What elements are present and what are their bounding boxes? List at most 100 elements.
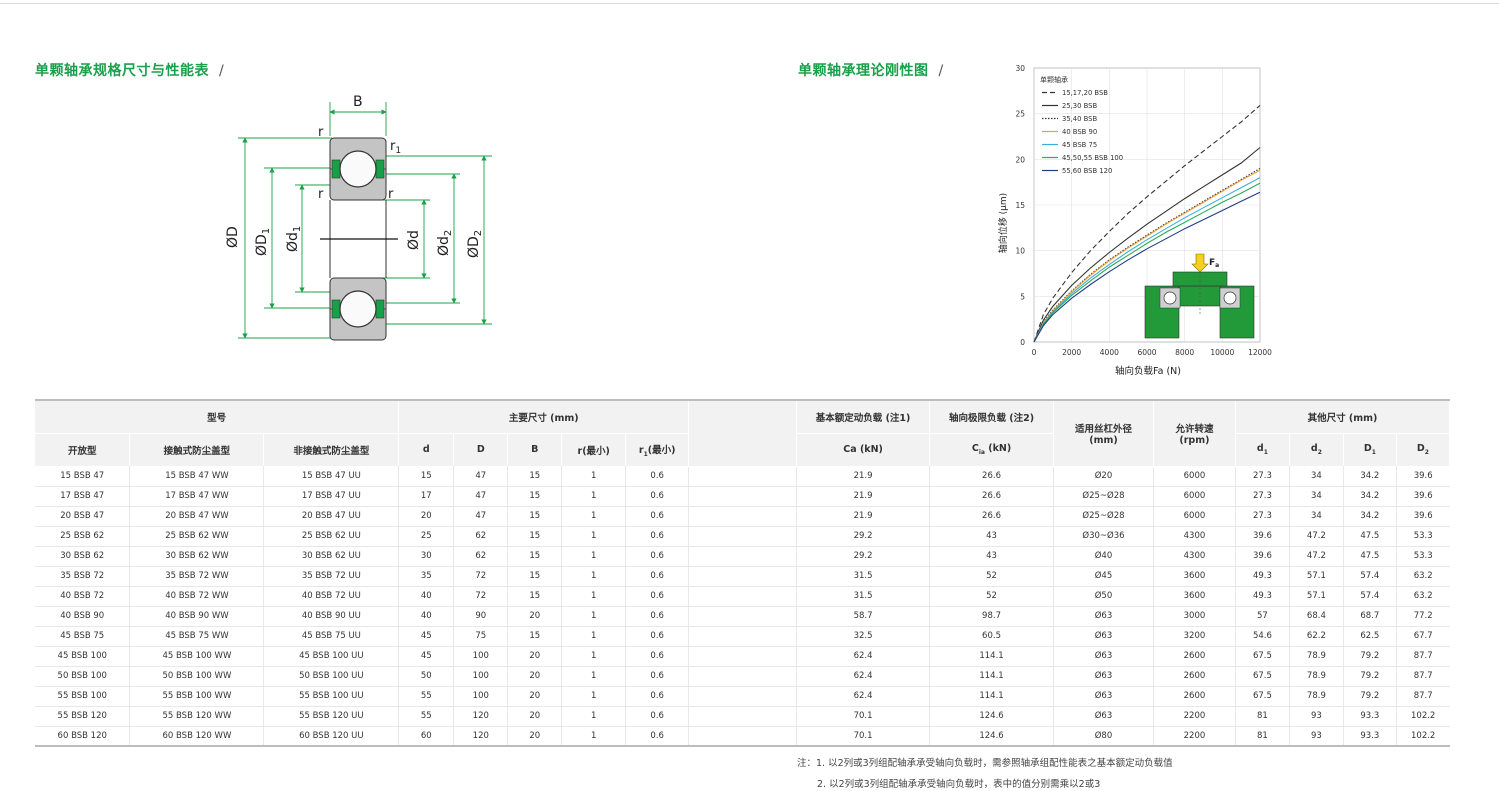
table-cell: 55 BSB 120 WW	[129, 706, 265, 727]
series-line-3	[1033, 169, 1261, 343]
table-cell: 52	[929, 586, 1054, 607]
legend-entry: 15,17,20 BSB	[1062, 89, 1108, 97]
table-cell: 55	[398, 706, 455, 727]
table-cell: 30 BSB 62 WW	[129, 546, 265, 567]
header-r: r(最小)	[561, 433, 627, 466]
table-cell: 45	[398, 626, 455, 647]
table-cell: 35	[398, 566, 455, 587]
table-cell: 47	[453, 466, 509, 487]
table-cell-empty	[688, 526, 798, 547]
legend-entry: 35,40 BSB	[1062, 115, 1097, 123]
table-cell: Ø20	[1053, 466, 1154, 487]
table-cell-empty	[688, 666, 798, 687]
spec-title-text: 单颗轴承规格尺寸与性能表	[35, 63, 209, 79]
table-cell: 43	[929, 546, 1054, 567]
table-cell: 39.6	[1235, 546, 1290, 567]
table-cell: 79.2	[1343, 646, 1397, 667]
header-model: 型号	[35, 400, 400, 434]
legend-entry: 40 BSB 90	[1062, 128, 1097, 136]
table-cell: 93.3	[1343, 706, 1397, 727]
header-B: B	[507, 433, 563, 466]
table-cell: 67.5	[1235, 666, 1290, 687]
table-cell: 0.6	[625, 566, 690, 587]
table-cell: 57.1	[1289, 586, 1344, 607]
table-cell: 0.6	[625, 666, 690, 687]
table-cell: 57	[1235, 606, 1290, 627]
header-cia-group: 轴向极限负载 (注2)	[929, 400, 1054, 434]
table-cell: 63.2	[1396, 566, 1450, 587]
table-cell: Ø30~Ø36	[1053, 526, 1154, 547]
table-cell: 0.6	[625, 466, 690, 487]
table-cell-empty	[688, 486, 798, 507]
table-cell: 2600	[1153, 646, 1236, 667]
table-cell-empty	[688, 626, 798, 647]
table-cell: 93	[1289, 726, 1344, 747]
table-cell: 1	[561, 546, 627, 567]
table-cell: 0.6	[625, 726, 690, 747]
table-cell: 1	[561, 606, 627, 627]
table-cell: 39.6	[1396, 486, 1450, 507]
table-cell: 20 BSB 47 WW	[129, 506, 265, 527]
table-cell: 55	[398, 686, 455, 707]
table-cell: Ø80	[1053, 726, 1154, 747]
table-cell: 62.4	[796, 686, 931, 707]
table-cell: Ø25~Ø28	[1053, 506, 1154, 527]
table-cell: 40	[398, 606, 455, 627]
table-cell: 25	[398, 526, 455, 547]
table-cell: 17	[398, 486, 455, 507]
table-cell: 15	[507, 546, 563, 567]
table-cell: 15	[507, 586, 563, 607]
table-cell: 60 BSB 120	[35, 726, 131, 747]
table-cell: 17 BSB 47	[35, 486, 131, 507]
table-cell: 87.7	[1396, 666, 1450, 687]
table-cell: 20	[507, 646, 563, 667]
header-d2: d2	[1289, 433, 1344, 466]
table-cell: 20	[398, 506, 455, 527]
table-cell: 62	[453, 526, 509, 547]
table-cell: 53.3	[1396, 546, 1450, 567]
table-cell: Ø63	[1053, 606, 1154, 627]
table-cell: 1	[561, 586, 627, 607]
y-tick-label: 25	[1015, 110, 1025, 119]
spec-section-title: 单颗轴承规格尺寸与性能表/	[35, 60, 224, 80]
header-speed: 允许转速 (rpm)	[1153, 400, 1236, 467]
header-uu: 非接触式防尘盖型	[263, 433, 400, 466]
table-cell: 15	[507, 526, 563, 547]
header-D: D	[453, 433, 509, 466]
table-cell: 39.6	[1396, 466, 1450, 487]
table-cell: 100	[453, 686, 509, 707]
table-cell: 55 BSB 100 WW	[129, 686, 265, 707]
table-cell: Ø25~Ø28	[1053, 486, 1154, 507]
table-cell: 15	[507, 506, 563, 527]
table-cell: 62	[453, 546, 509, 567]
table-cell: 0.6	[625, 546, 690, 567]
label-OD1: ØD1	[254, 228, 272, 256]
label-Od2: Ød2	[436, 230, 454, 256]
y-axis-label: 轴向位移 (μm)	[997, 193, 1009, 253]
table-cell: 114.1	[929, 646, 1054, 667]
table-cell: 0.6	[625, 486, 690, 507]
table-cell: 27.3	[1235, 466, 1290, 487]
header-other-dims: 其他尺寸 (mm)	[1235, 400, 1451, 434]
table-cell: 49.3	[1235, 586, 1290, 607]
series-line-1	[1033, 147, 1261, 343]
header-d1: d1	[1235, 433, 1290, 466]
table-cell: 54.6	[1235, 626, 1290, 647]
table-cell: Ø50	[1053, 586, 1154, 607]
table-cell: 40 BSB 90	[35, 606, 131, 627]
table-cell: 70.1	[796, 706, 931, 727]
table-cell: 93.3	[1343, 726, 1397, 747]
table-cell: 60.5	[929, 626, 1054, 647]
table-cell: Ø45	[1053, 566, 1154, 587]
table-cell: 77.2	[1396, 606, 1450, 627]
table-cell: 26.6	[929, 466, 1054, 487]
table-cell: 3200	[1153, 626, 1236, 647]
series-line-5	[1033, 182, 1261, 343]
table-cell-empty	[688, 706, 798, 727]
table-cell: 21.9	[796, 506, 931, 527]
table-cell: 4300	[1153, 526, 1236, 547]
table-cell: 62.2	[1289, 626, 1344, 647]
